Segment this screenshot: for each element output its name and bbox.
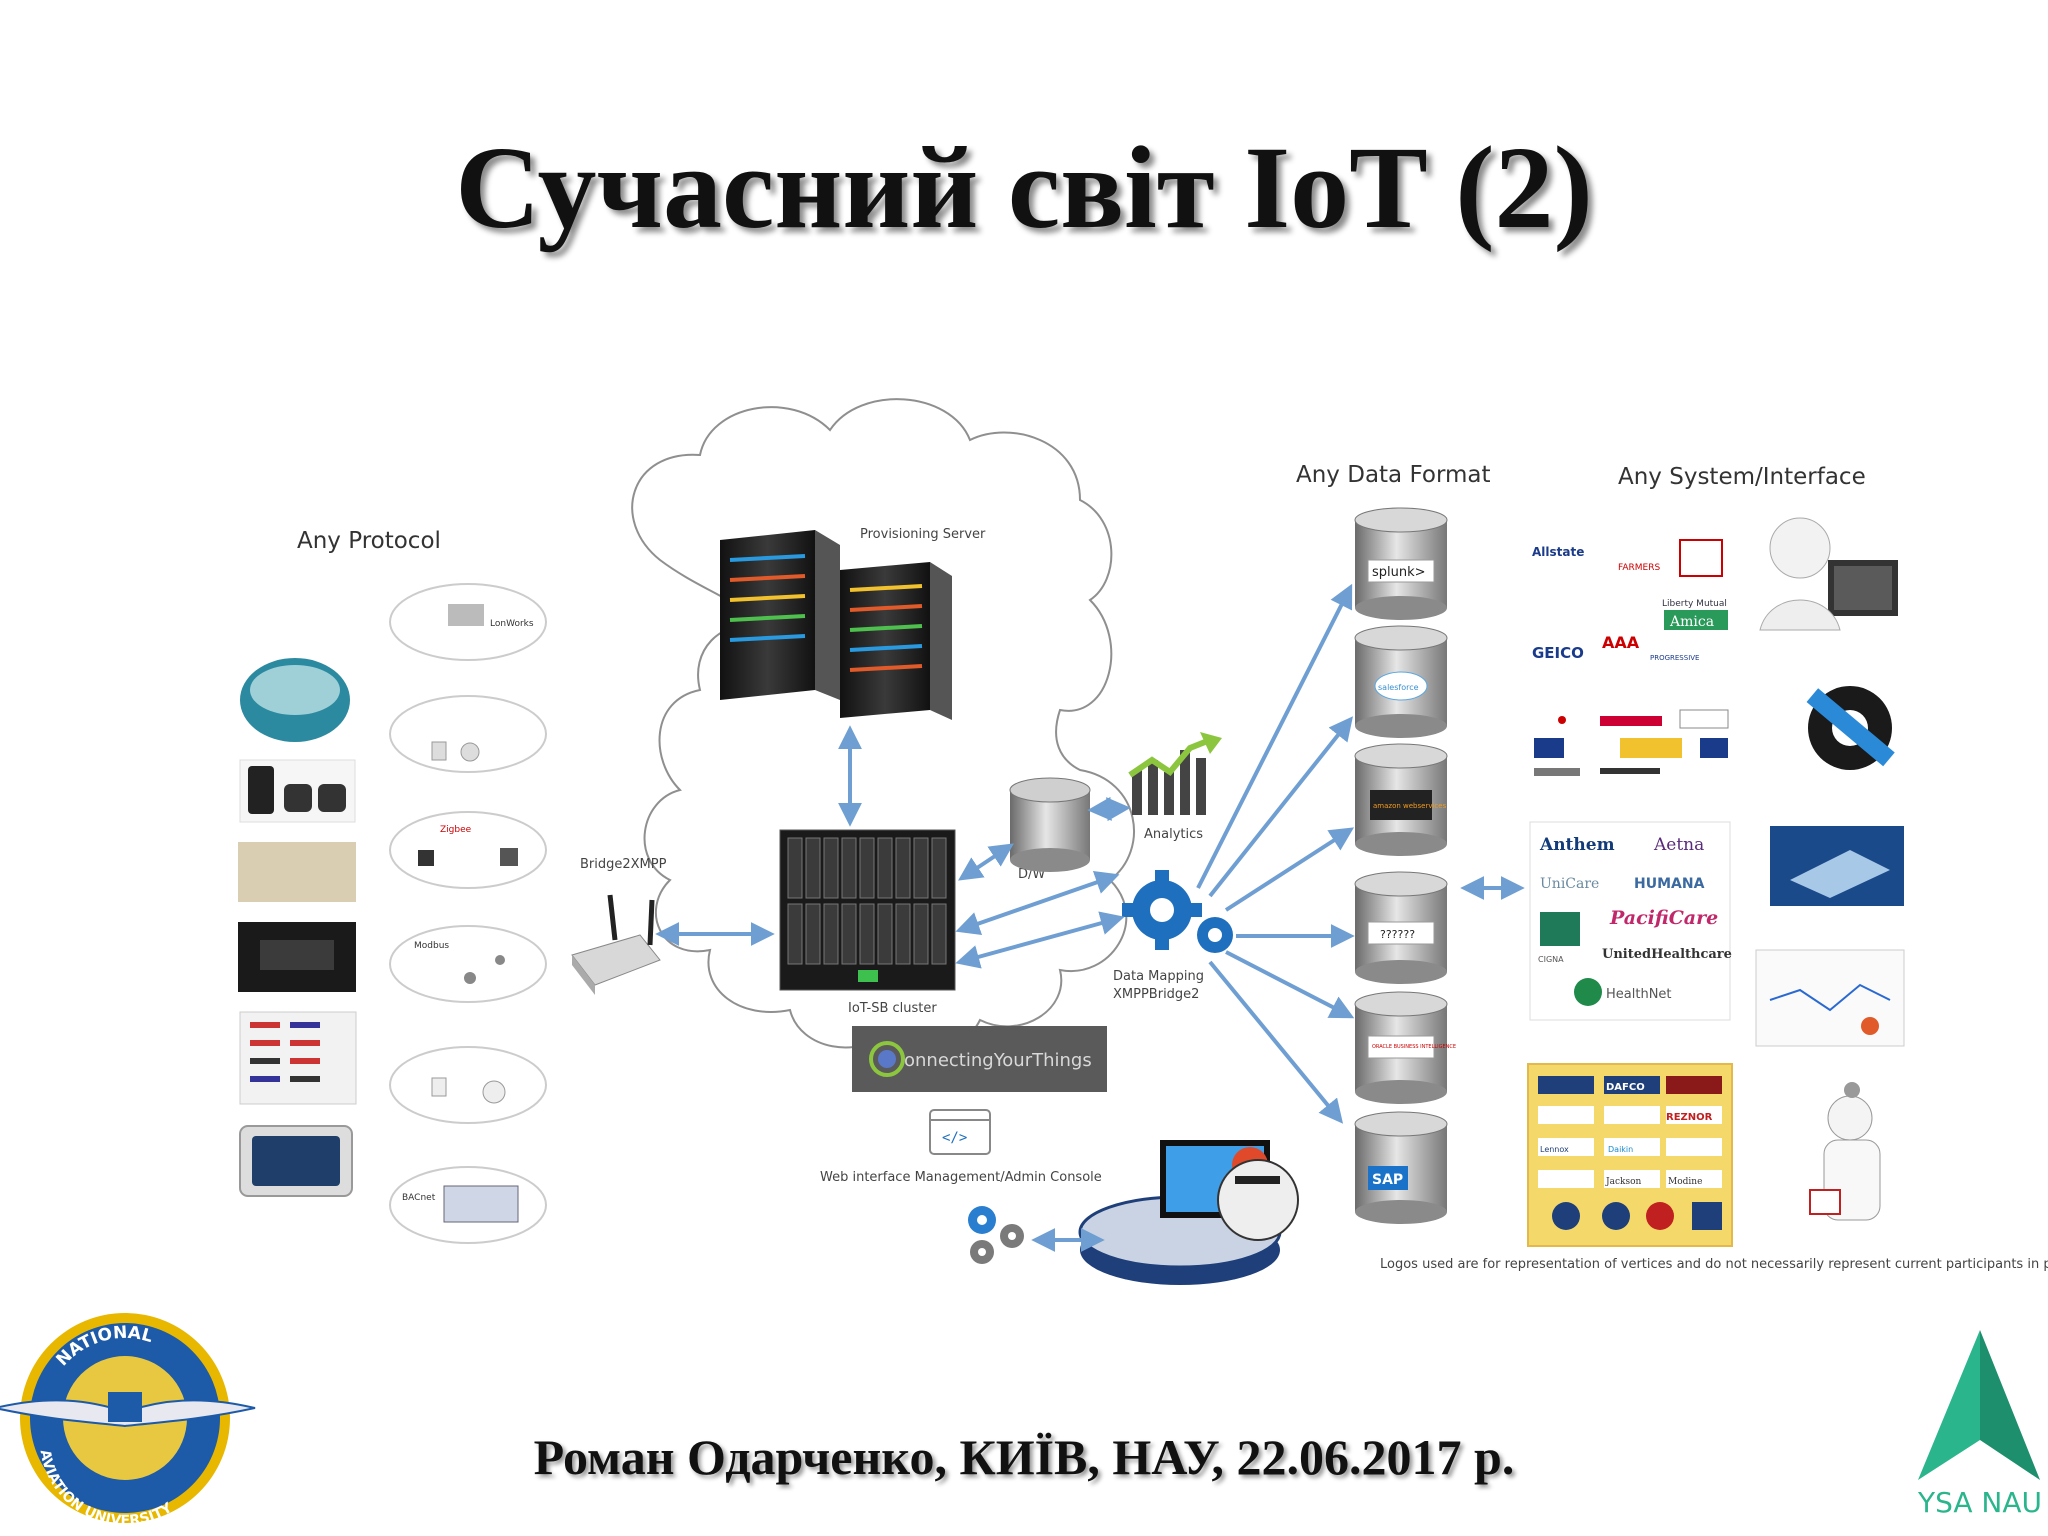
logo-aaa: AAA — [1602, 633, 1640, 652]
protocol-bacnet: BACnet — [402, 1193, 436, 1203]
logo-liberty: Liberty Mutual — [1662, 599, 1727, 609]
xmpp-bridge-label: XMPPBridge2 — [1113, 987, 1199, 1002]
logo-pacificare: PacifiCare — [1609, 907, 1718, 929]
logo-cigna: CIGNA — [1538, 955, 1564, 964]
ysa-nau-text: YSA NAU — [1917, 1486, 2042, 1519]
logo-unicare: UniCare — [1540, 876, 1599, 892]
protocol-lonworks: LonWorks — [490, 619, 534, 629]
web-interface-label: Web interface Management/Admin Console — [820, 1170, 1102, 1185]
data-format-databases: splunk> salesforce amazon webservices ??… — [1354, 507, 1456, 1224]
ysa-nau-logo: YSA NAU — [1917, 1330, 2042, 1519]
protocol-zigbee: Zigbee — [440, 825, 472, 835]
data-mapping-gears-icon — [1122, 870, 1233, 953]
db-splunk: splunk> — [1372, 565, 1426, 580]
any-system-interface-label: Any System/Interface — [1618, 464, 1866, 490]
any-data-format-label: Any Data Format — [1296, 462, 1491, 488]
support-agent-figure — [1759, 517, 1898, 631]
svg-text:</>: </> — [942, 1130, 967, 1146]
logo-progressive: PROGRESSIVE — [1650, 654, 1699, 662]
analytics-chart-icon — [1128, 732, 1222, 815]
router-icon — [571, 894, 661, 995]
protocol-modbus: Modbus — [414, 941, 449, 951]
logo-reznor: REZNOR — [1666, 1112, 1713, 1123]
tools-gear-icon — [1806, 686, 1895, 770]
admin-gears-icon — [968, 1206, 1024, 1264]
admin-console-icon — [1078, 1140, 1299, 1285]
logo-aetna: Aetna — [1653, 835, 1704, 855]
hvac-logos-panel: DAFCO REZNOR Lennox Daikin Jackson Modin… — [1527, 1063, 1733, 1247]
iot-sb-cluster-icon — [779, 829, 956, 991]
device-thumbnails — [238, 658, 357, 1197]
analytics-label: Analytics — [1144, 827, 1203, 842]
health-insurer-logos-panel: Anthem Aetna UniCare HUMANA PacifiCare C… — [1529, 821, 1732, 1021]
doctor-figure — [1809, 1082, 1881, 1221]
bridge-label: Bridge2XMPP — [580, 857, 667, 872]
db-salesforce: salesforce — [1378, 683, 1419, 692]
dashboard-screenshot — [1770, 826, 1904, 906]
logo-geico: GEICO — [1532, 644, 1584, 662]
logo-healthnet: HealthNet — [1606, 987, 1672, 1002]
nau-logo: NATIONAL AVIATION UNIVERSITY — [0, 1313, 256, 1529]
logo-allstate: Allstate — [1532, 545, 1584, 559]
connecting-your-things-logo: onnectingYourThings — [852, 1026, 1107, 1092]
dw-database-icon — [1009, 777, 1091, 872]
connecting-text: onnectingYourThings — [904, 1050, 1092, 1071]
any-protocol-label: Any Protocol — [297, 528, 441, 554]
protocol-ellipses: LonWorks Zigbee Modbus BACnet — [389, 583, 547, 1244]
web-interface-icon: </> — [929, 1109, 991, 1155]
logo-modine: Modine — [1668, 1177, 1702, 1187]
logo-anthem: Anthem — [1539, 835, 1615, 855]
slide-title: Сучасний світ IoT (2) — [455, 122, 1593, 253]
logo-unitedhealthcare: UnitedHealthcare — [1602, 947, 1732, 962]
graph-screenshot — [1755, 949, 1905, 1047]
db-unknown: ?????? — [1380, 928, 1415, 941]
provisioning-server-icon — [720, 530, 952, 720]
logo-jackson: Jackson — [1605, 1177, 1642, 1187]
provisioning-server-label: Provisioning Server — [860, 527, 986, 542]
logo-daikin: Daikin — [1608, 1145, 1633, 1154]
second-insurer-logos-panel — [1534, 709, 1729, 776]
logo-dafco: DAFCO — [1606, 1082, 1645, 1093]
logo-amica: Amica — [1669, 614, 1714, 630]
disclaimer-text: Logos used are for representation of ver… — [1380, 1257, 2048, 1272]
slide-footer: Роман Одарченко, КИЇВ, НАУ, 22.06.2017 р… — [533, 1429, 1515, 1485]
db-sap: SAP — [1372, 1172, 1403, 1188]
insurer-logos-panel: Allstate FARMERS Liberty Mutual GEICO AA… — [1532, 539, 1728, 662]
connection-arrows — [655, 583, 1525, 1252]
cluster-label: IoT-SB cluster — [848, 1001, 937, 1016]
db-amazon: amazon webservices — [1373, 802, 1447, 810]
logo-farmers: FARMERS — [1618, 563, 1660, 573]
db-oracle: ORACLE BUSINESS INTELLIGENCE — [1372, 1044, 1456, 1050]
logo-lennox: Lennox — [1540, 1145, 1569, 1154]
data-mapping-label: Data Mapping — [1113, 969, 1204, 984]
logo-humana: HUMANA — [1634, 876, 1705, 892]
